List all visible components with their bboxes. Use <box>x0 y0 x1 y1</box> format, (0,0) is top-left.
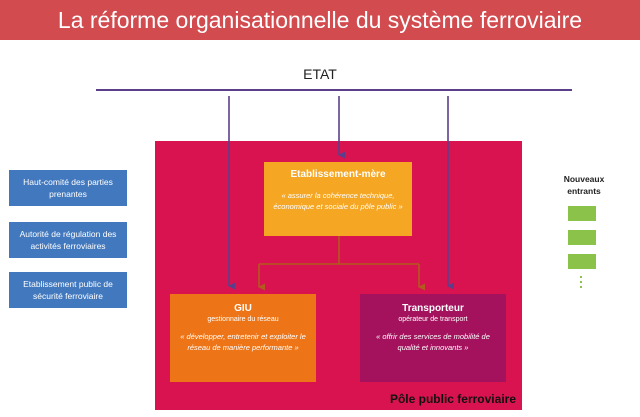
transporteur-title: Transporteur <box>402 303 464 314</box>
ellipsis-dots <box>577 274 587 294</box>
mere-quote: « assurer la cohérence technique, économ… <box>273 191 403 211</box>
entrant-block <box>568 206 596 221</box>
mere-title: Etablissement-mère <box>290 169 386 180</box>
side-box-securite: Etablissement public de sécurité ferrovi… <box>9 272 127 308</box>
side-box-haut-comite: Haut-comité des parties prenantes <box>9 170 127 206</box>
entrant-block <box>568 230 596 245</box>
etat-label: ETAT <box>303 66 337 82</box>
pole-label: Pôle public ferroviaire <box>389 392 516 406</box>
transporteur-quote: « offrir des services de mobilité de qua… <box>376 332 490 352</box>
giu-title: GIU <box>234 303 252 314</box>
transporteur-box: Transporteur opérateur de transport « of… <box>360 294 506 382</box>
transporteur-subtitle: opérateur de transport <box>398 316 468 323</box>
etat-line <box>96 89 572 91</box>
giu-box: GIU gestionnaire du réseau « développer,… <box>170 294 316 382</box>
giu-quote: « développer, entretenir et exploiter le… <box>180 332 306 352</box>
giu-subtitle: gestionnaire du réseau <box>207 316 279 323</box>
entrant-block <box>568 254 596 269</box>
etablissement-mere-box: Etablissement-mère « assurer la cohérenc… <box>264 162 412 236</box>
side-box-autorite-regulation: Autorité de régulation des activités fer… <box>9 222 127 258</box>
nouveaux-entrants-label: Nouveaux entrants <box>563 174 605 196</box>
page-title: La réforme organisationnelle du système … <box>0 0 640 40</box>
